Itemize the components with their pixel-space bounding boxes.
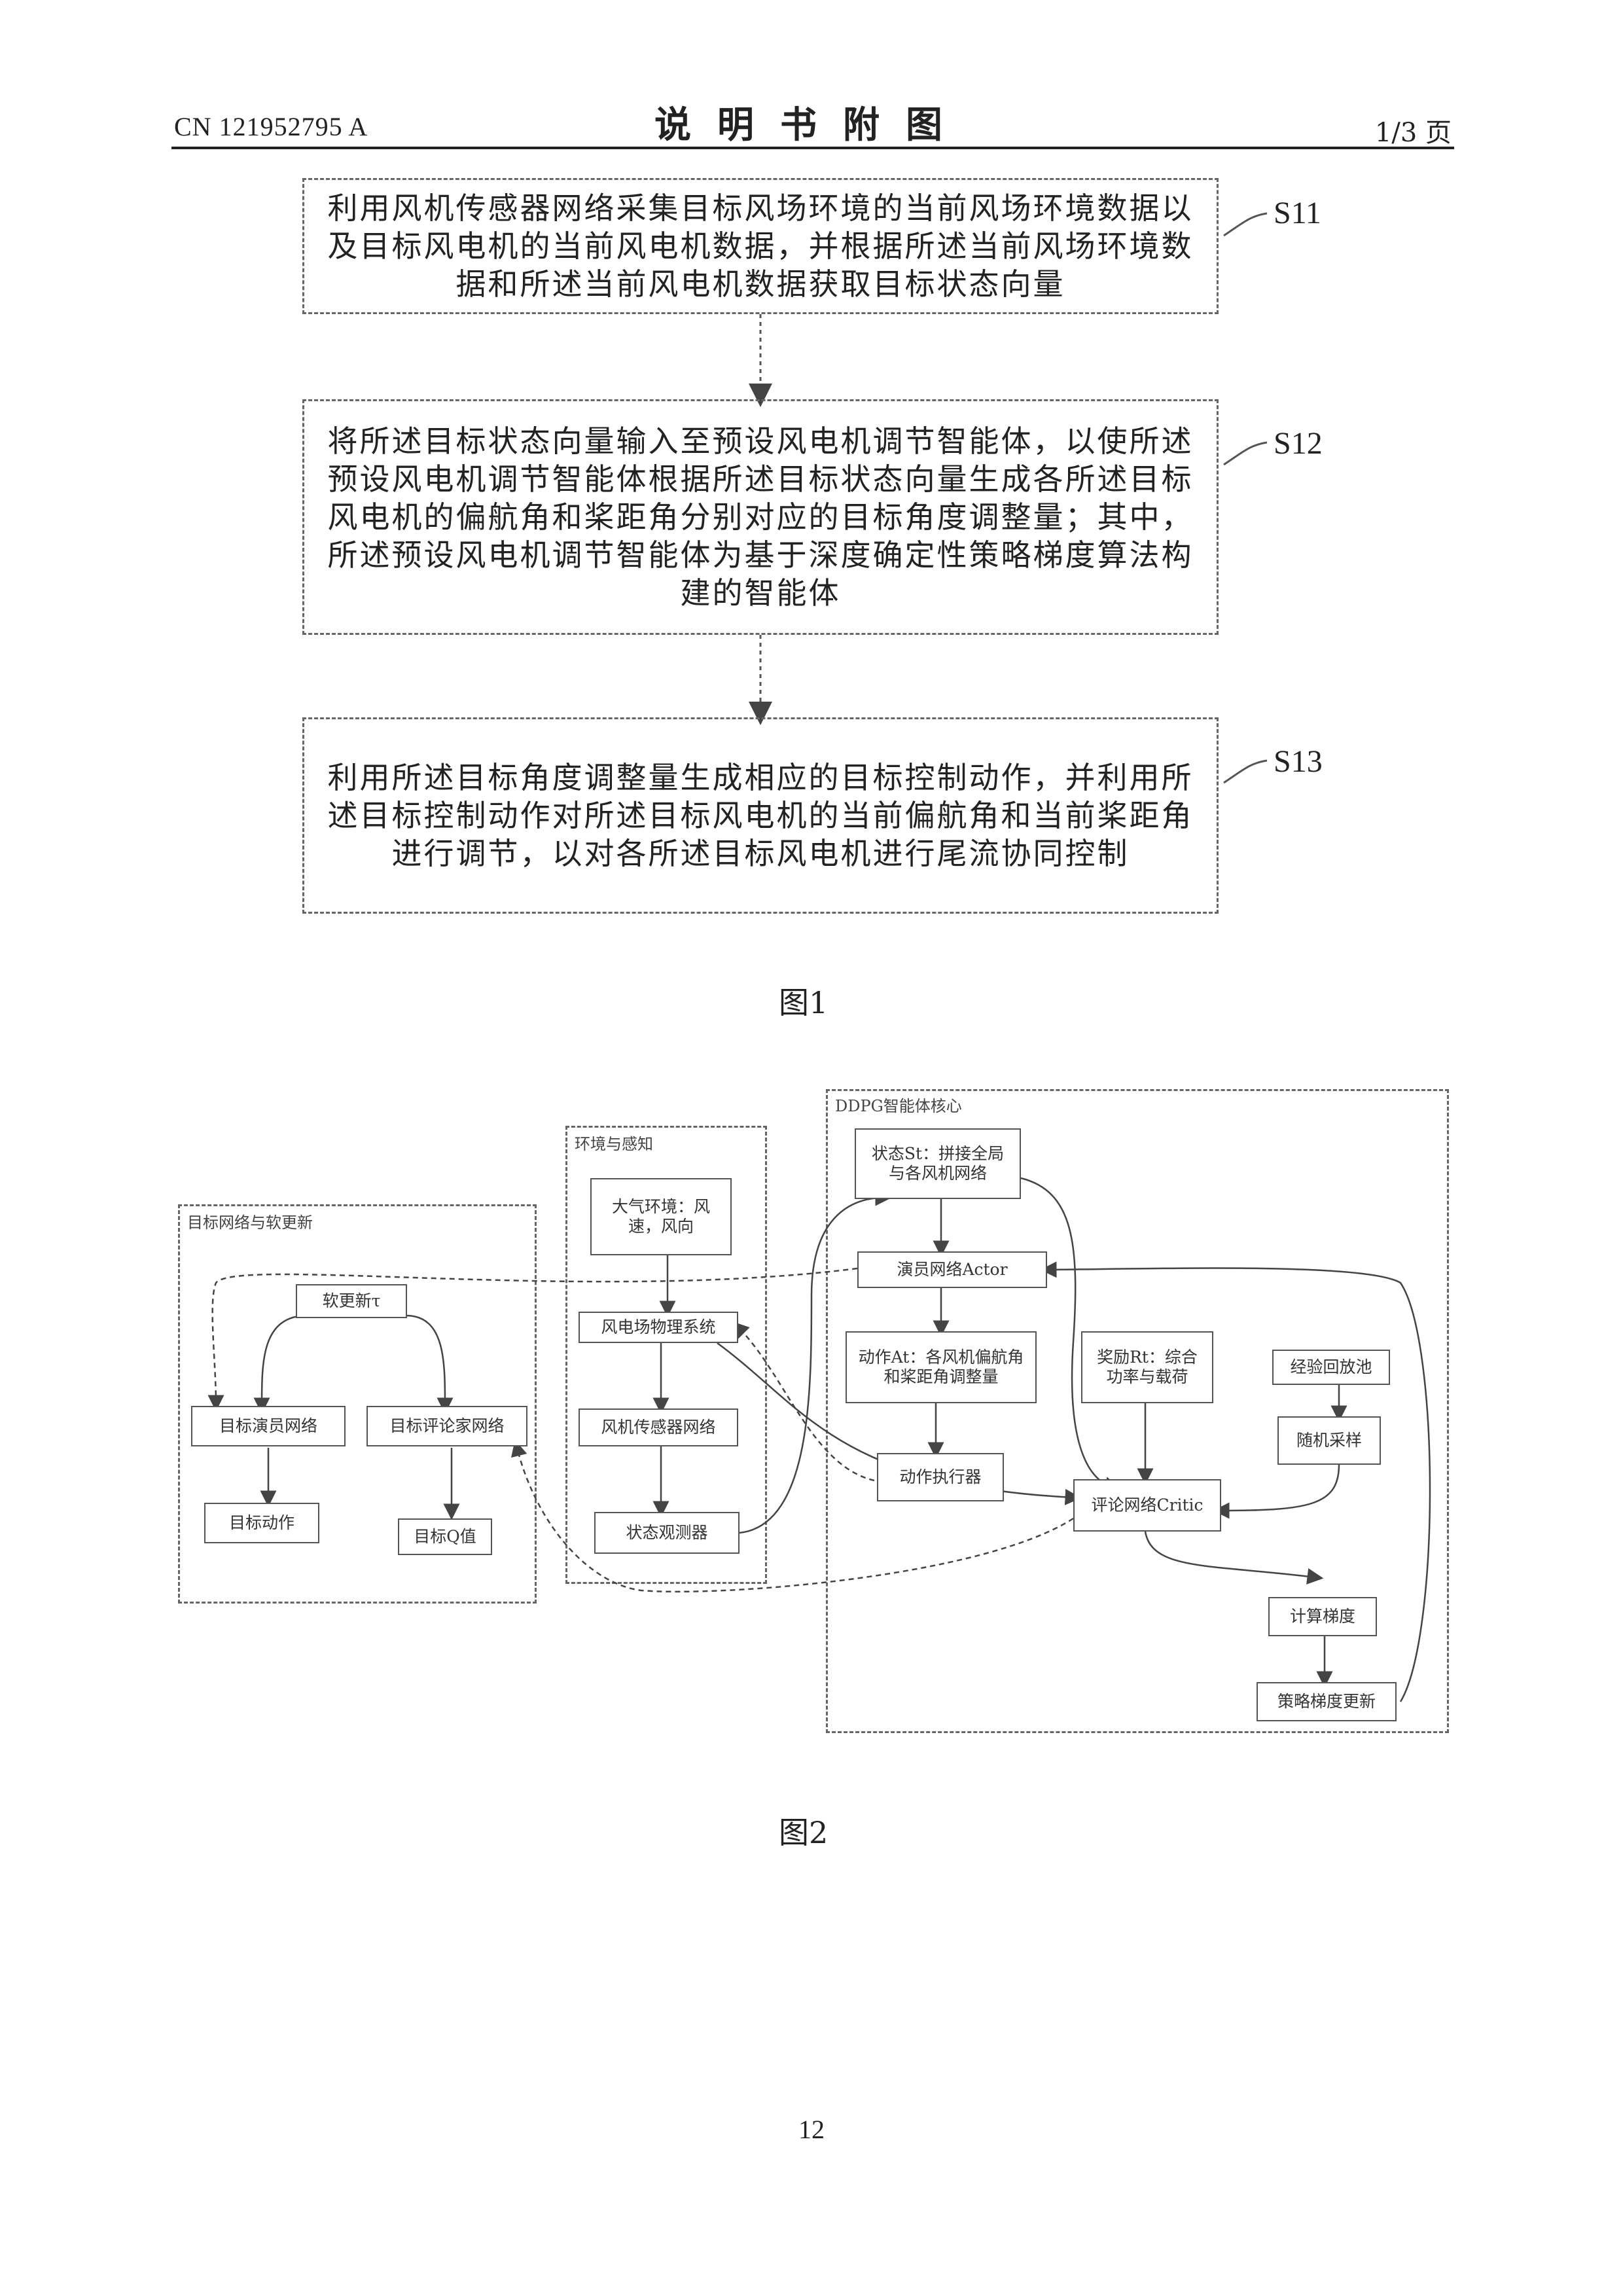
node-action: 动作At：各风机偏航角和桨距角调整量 (846, 1331, 1037, 1403)
figure2-connectors (0, 0, 1623, 1767)
node-target-action: 目标动作 (204, 1503, 319, 1543)
node-sensor-network: 风机传感器网络 (579, 1408, 738, 1446)
node-target-actor: 目标演员网络 (191, 1406, 346, 1446)
node-replay-buffer: 经验回放池 (1272, 1350, 1390, 1385)
node-farm-physics: 风电场物理系统 (579, 1312, 738, 1343)
edge-critic-gradient (1145, 1532, 1315, 1577)
node-critic: 评论网络Critic (1073, 1479, 1221, 1532)
node-random-sample: 随机采样 (1277, 1416, 1381, 1465)
page-number: 12 (0, 2114, 1623, 2145)
node-state-observer: 状态观测器 (594, 1512, 740, 1554)
node-actor: 演员网络Actor (857, 1251, 1047, 1288)
node-state: 状态St：拼接全局与各风机网络 (855, 1128, 1021, 1199)
node-target-critic: 目标评论家网络 (366, 1406, 527, 1446)
figure2-caption: 图2 (779, 1809, 828, 1852)
node-compute-gradient: 计算梯度 (1268, 1597, 1377, 1636)
node-reward: 奖励Rt：综合功率与载荷 (1081, 1331, 1213, 1403)
node-atmosphere: 大气环境：风速，风向 (590, 1178, 732, 1255)
edge-soft-target-critic (406, 1316, 445, 1406)
node-soft-update: 软更新τ (296, 1284, 407, 1318)
edge-soft-target-actor (262, 1316, 308, 1406)
node-policy-update: 策略梯度更新 (1257, 1682, 1397, 1721)
node-actuator: 动作执行器 (877, 1453, 1004, 1501)
node-target-q: 目标Q值 (398, 1518, 492, 1555)
edge-sample-critic (1221, 1465, 1339, 1511)
